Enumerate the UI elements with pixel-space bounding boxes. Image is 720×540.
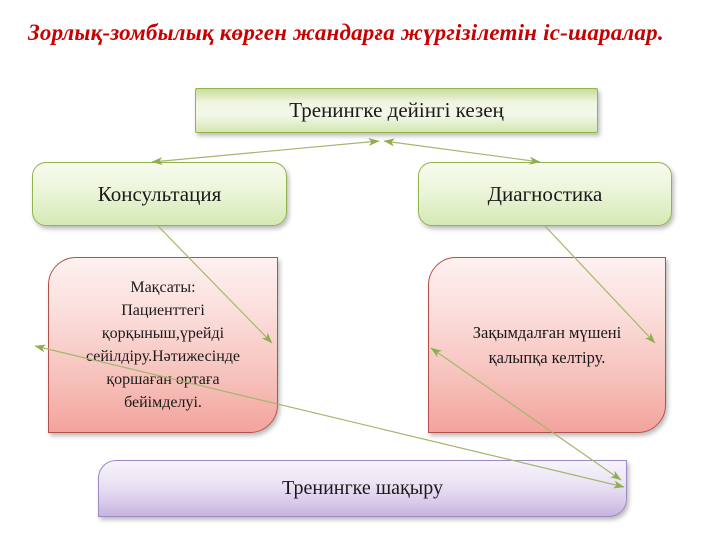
node-invitation-label: Тренингке шақыру (282, 477, 443, 499)
node-diagnostics-label: Диагностика (487, 181, 603, 206)
node-recovery: Зақымдалған мүшені қалыпқа келтіру. (428, 257, 666, 433)
node-diagnostics: Диагностика (418, 162, 672, 226)
connector-pretraining-consultation (151, 137, 380, 166)
node-goal-label: Мақсаты: Пациенттегі қорқыныш,үрейді сей… (85, 279, 241, 411)
node-pre-training-label: Тренингке дейінгі кезең (289, 98, 504, 122)
node-consultation: Консультация (32, 162, 287, 226)
connector-pretraining-diagnostics (383, 138, 541, 165)
node-invitation: Тренингке шақыру (98, 460, 627, 517)
node-consultation-label: Консультация (97, 181, 222, 206)
node-pre-training: Тренингке дейінгі кезең (195, 88, 598, 133)
slide-title: Зорлық-зомбылық көрген жандарға жүргізіл… (28, 20, 664, 45)
node-recovery-label: Зақымдалған мүшені қалыпқа келтіру. (472, 323, 622, 367)
node-goal: Мақсаты: Пациенттегі қорқыныш,үрейді сей… (48, 257, 278, 433)
